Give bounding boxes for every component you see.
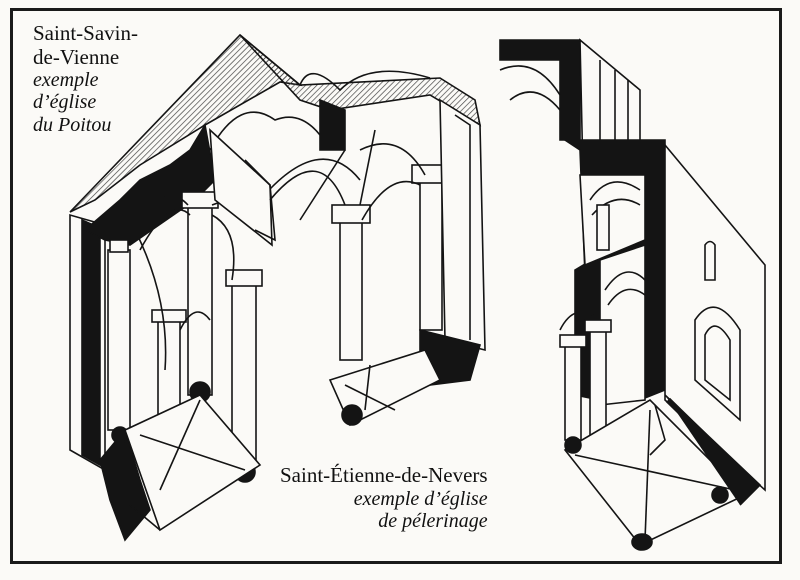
frame-border <box>10 8 782 564</box>
saint-etienne-section <box>499 38 766 551</box>
caption-saint-etienne: Saint-Étienne-de-Nevers exemple d’église… <box>280 463 488 532</box>
caption-saint-etienne-line3: de pélerinage <box>378 509 488 532</box>
caption-saint-etienne-line2: exemple d’église <box>353 487 488 510</box>
caption-saint-savin-line5: du Poitou <box>33 113 112 136</box>
saint-savin-column-3 <box>231 284 257 461</box>
caption-saint-savin-line4: d’église <box>33 91 97 114</box>
caption-saint-savin-line3: exemple <box>33 69 99 92</box>
saint-savin-column-1 <box>107 249 131 431</box>
caption-saint-etienne-line1: Saint-Étienne-de-Nevers <box>280 463 488 487</box>
caption-saint-savin: Saint-Savin- de-Vienne exemple d’église … <box>33 21 138 136</box>
saint-savin-column-2 <box>187 204 213 396</box>
saint-savin-section <box>69 33 482 542</box>
saint-savin-floor <box>124 394 262 532</box>
caption-saint-savin-line2: de-Vienne <box>33 44 120 69</box>
saint-savin-nave-bay <box>269 70 486 427</box>
caption-saint-savin-line1: Saint-Savin- <box>33 21 138 45</box>
